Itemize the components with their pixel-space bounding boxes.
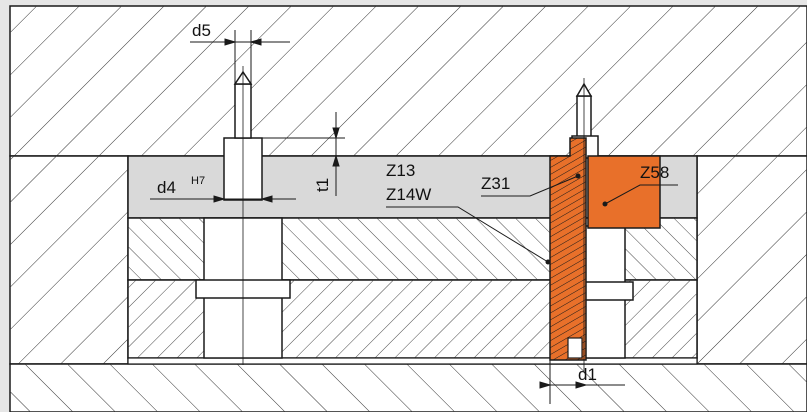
label-z31: Z31 <box>481 174 510 193</box>
z58-part <box>587 155 661 229</box>
label-d4: d4 <box>157 178 176 197</box>
top-plate-hatch <box>10 6 807 156</box>
base-strip <box>127 357 698 365</box>
right-block-hatch <box>697 156 807 364</box>
leader-z13 <box>386 206 549 263</box>
label-z58: Z58 <box>640 163 669 182</box>
label-z13: Z13 <box>386 161 415 180</box>
dim-d4 <box>150 195 296 203</box>
left-block-hatch <box>10 156 128 364</box>
dim-d5 <box>190 30 290 84</box>
dim-t1 <box>262 112 345 196</box>
label-d5: d5 <box>192 21 211 40</box>
label-d1: d1 <box>578 365 597 384</box>
leader-z31 <box>481 175 579 197</box>
z31-sleeve <box>549 137 587 361</box>
sleeve-foot <box>567 337 583 359</box>
bottom-plate-hatch <box>10 364 807 412</box>
left-ejector-pin <box>195 66 291 365</box>
label-z14w: Z14W <box>386 185 431 204</box>
label-t1: t1 <box>313 178 332 192</box>
leader-z13-dot <box>545 259 551 265</box>
leader-z58 <box>604 184 678 205</box>
dim-d1 <box>539 360 625 404</box>
label-h7: H7 <box>191 175 205 187</box>
